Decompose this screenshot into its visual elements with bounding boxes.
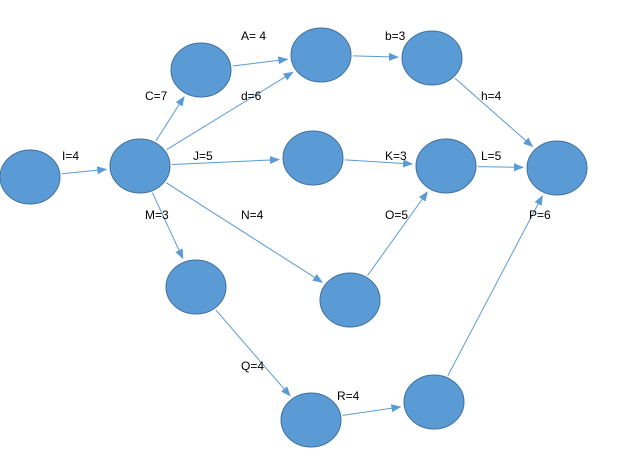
edge-label: h=4 — [481, 89, 502, 103]
edge-n5-n9 — [454, 77, 534, 148]
node-n7 — [415, 138, 477, 194]
edge-n2-n4 — [166, 71, 294, 151]
edge-label: K=3 — [385, 149, 407, 163]
edge-label: A= 4 — [241, 29, 266, 43]
edge-label: J=5 — [193, 149, 213, 163]
edge-n10-n11 — [215, 309, 291, 397]
edge-label: L=5 — [481, 149, 502, 163]
edge-label: b=3 — [385, 29, 406, 43]
edge-n3-n4 — [232, 56, 289, 67]
edge-label: O=5 — [385, 208, 408, 222]
node-n1 — [0, 149, 61, 205]
edge-n1-n2 — [61, 166, 108, 175]
labels-layer: I=4 C=7 A= 4 d=6 b=3 h=4J=5 K=3 L=5N=4 O=5 M=3Q=4… — [62, 29, 551, 403]
node-n12 — [403, 374, 465, 430]
edge-label: d=6 — [241, 89, 262, 103]
node-n3 — [170, 42, 232, 98]
edge-n2-n3 — [155, 95, 185, 142]
edge-n2-n8 — [165, 182, 323, 283]
node-n2 — [109, 138, 171, 194]
edge-label: C=7 — [145, 89, 168, 103]
edge-label: N=4 — [241, 208, 264, 222]
node-n4 — [290, 27, 352, 83]
edge-n11-n12 — [342, 404, 402, 416]
edges-layer — [61, 52, 543, 416]
edge-n2-n6 — [171, 156, 280, 165]
edge-n7-n9 — [477, 163, 524, 172]
edge-label: P=6 — [529, 208, 551, 222]
node-n9 — [526, 140, 588, 196]
edge-n2-n10 — [151, 192, 184, 260]
edge-label: M=3 — [145, 208, 169, 222]
edge-n12-n9 — [447, 195, 543, 377]
node-n6 — [282, 130, 344, 186]
edge-n6-n7 — [344, 159, 414, 168]
nodes-layer — [0, 27, 588, 448]
edge-label: Q=4 — [241, 359, 264, 373]
node-n11 — [280, 392, 342, 448]
edge-label: R=4 — [337, 389, 360, 403]
node-n5 — [401, 30, 463, 86]
edge-n8-n7 — [366, 191, 428, 276]
node-n8 — [319, 272, 381, 328]
node-n10 — [165, 259, 227, 315]
edge-label: I=4 — [62, 149, 79, 163]
edge-n4-n5 — [352, 52, 399, 61]
